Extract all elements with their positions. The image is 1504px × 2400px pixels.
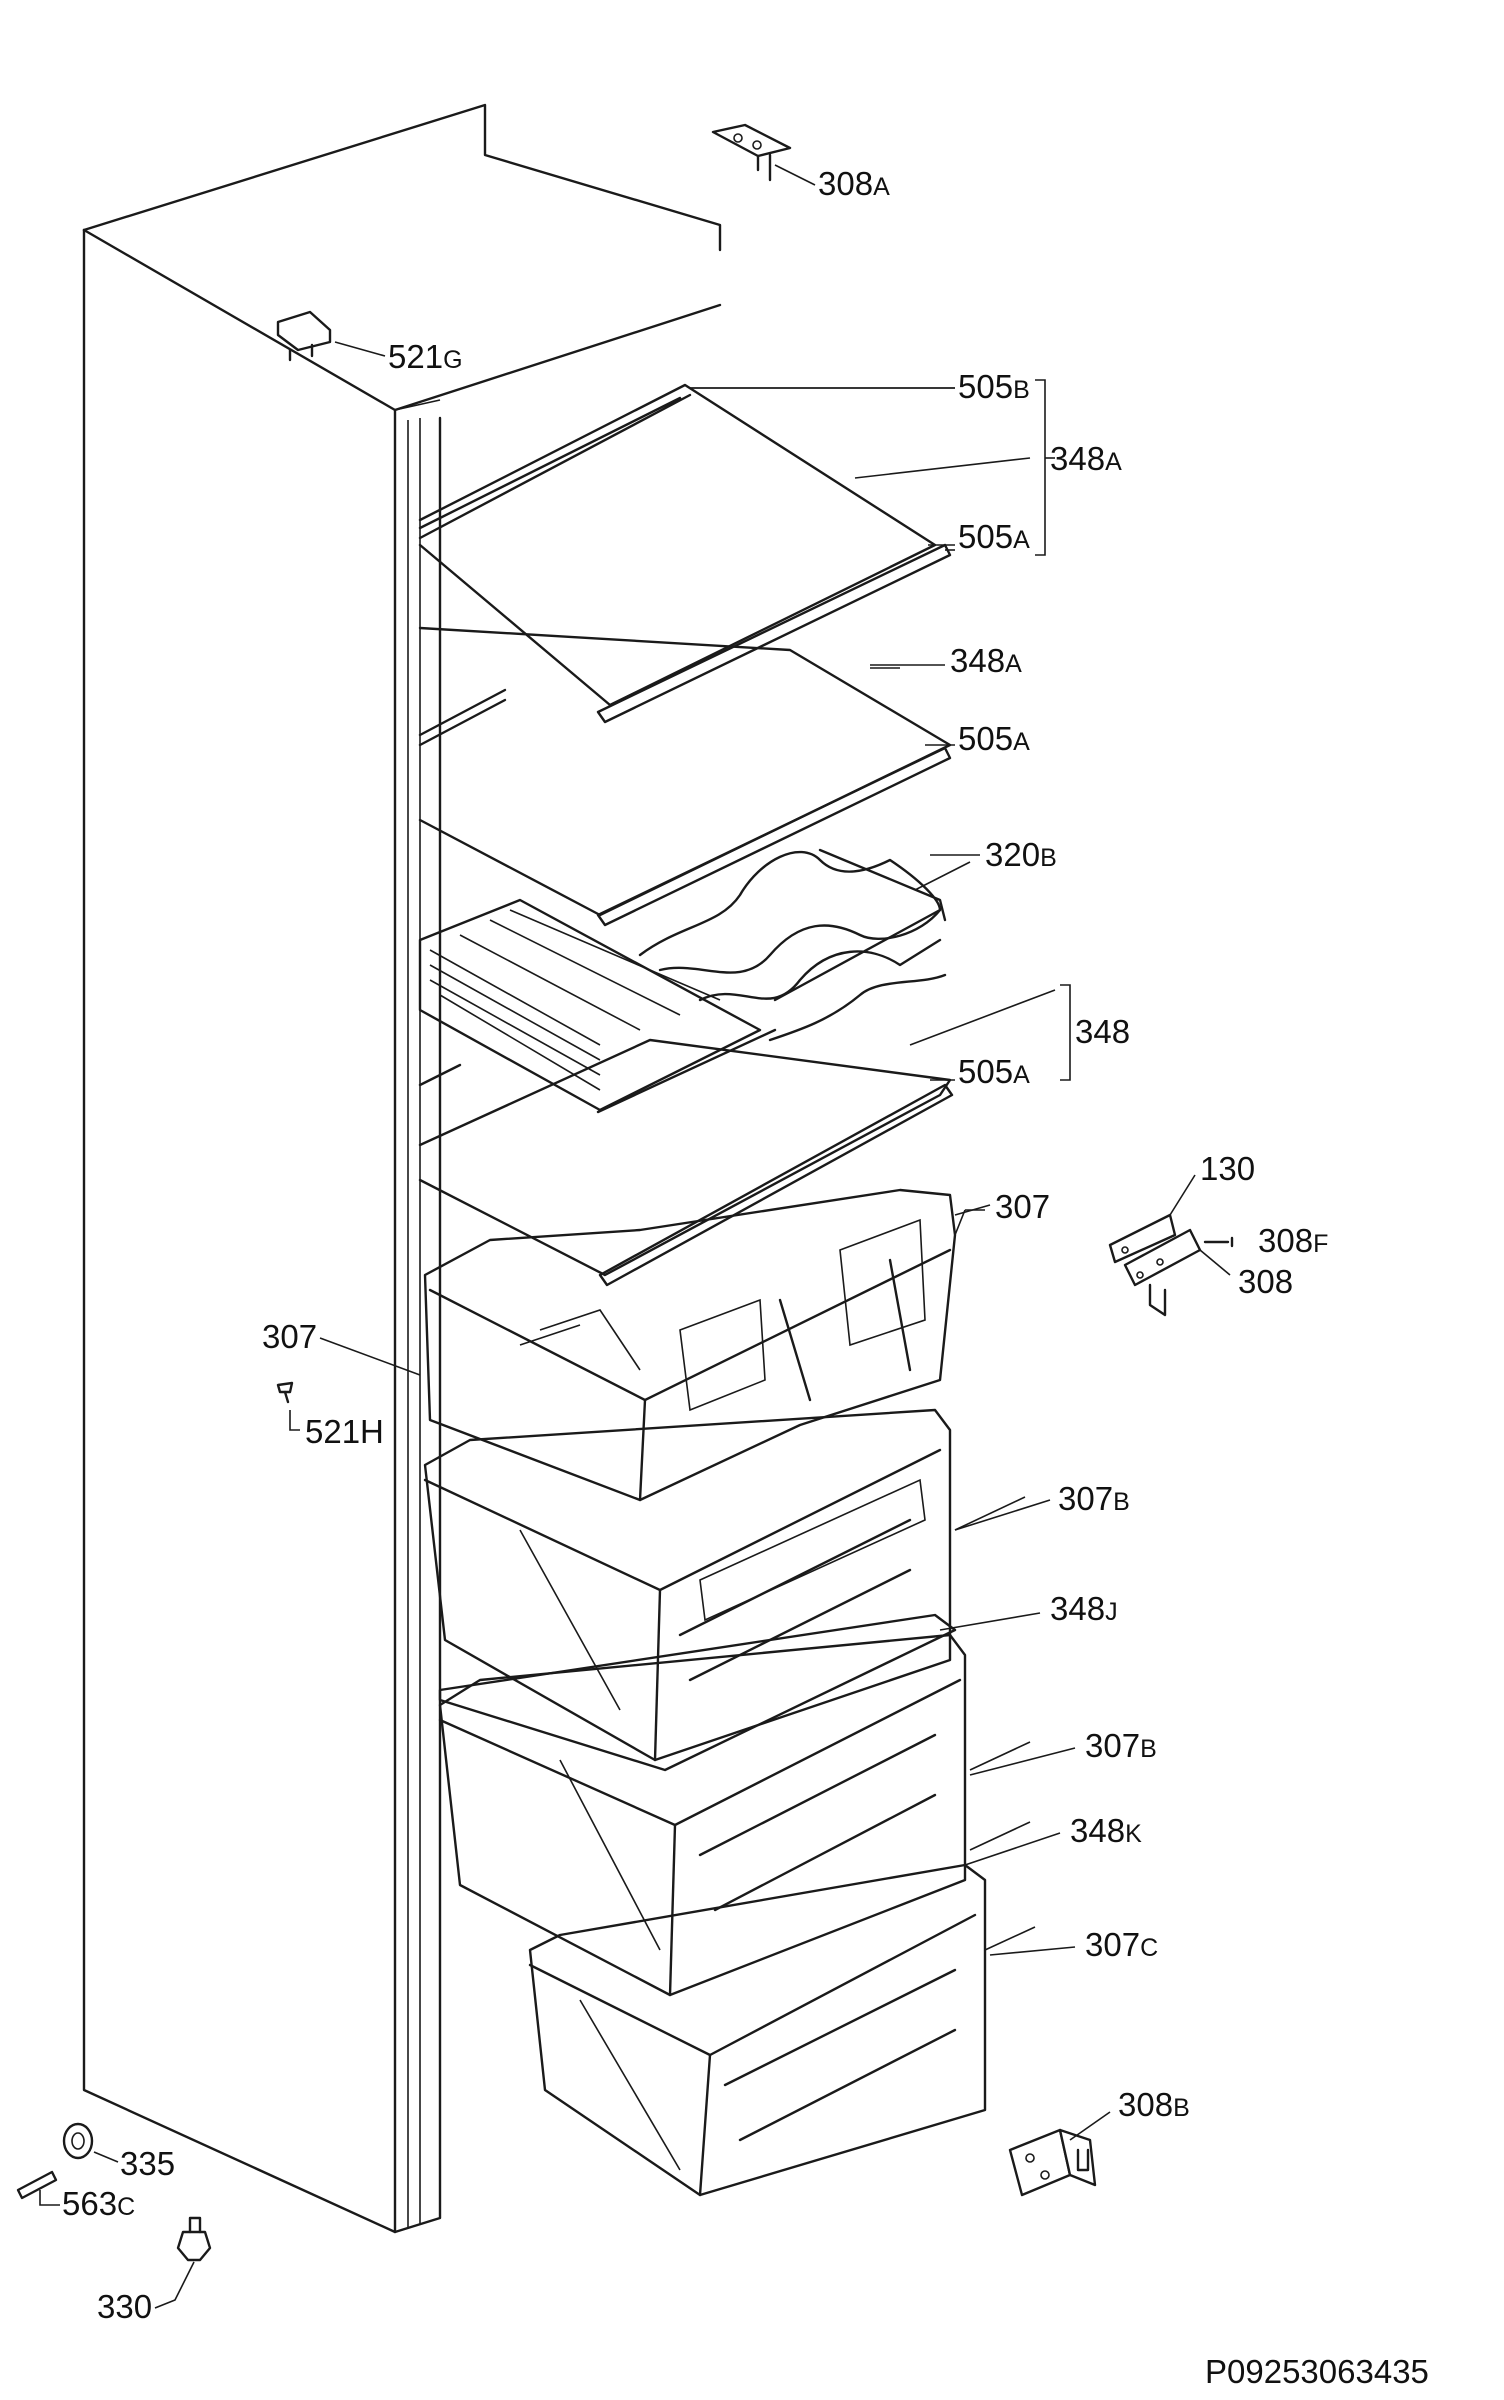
label-348a: 348A bbox=[950, 642, 1022, 679]
cabinet bbox=[82, 103, 722, 2234]
label-308a: 308A bbox=[818, 165, 890, 202]
label-505b: 505B bbox=[958, 368, 1030, 405]
label-308f: 308F bbox=[1258, 1222, 1328, 1259]
label-348a-group: 348A bbox=[1050, 440, 1122, 477]
label-335: 335 bbox=[120, 2145, 175, 2182]
cover-cap-521g bbox=[276, 310, 386, 362]
label-307b-mid: 307B bbox=[1085, 1727, 1157, 1764]
label-130: 130 bbox=[1200, 1150, 1255, 1187]
bottom-parts bbox=[16, 2122, 212, 2309]
label-505a-low: 505A bbox=[958, 1053, 1030, 1090]
hinge-130-308 bbox=[1108, 1174, 1234, 1317]
hinge-bottom-308b bbox=[1008, 2111, 1111, 2197]
label-330: 330 bbox=[97, 2288, 152, 2325]
glass-shelf-top bbox=[418, 383, 1031, 724]
label-348k: 348K bbox=[1070, 1812, 1142, 1849]
part-labels: 308A 521G 505B 348A 505A 348A 505A 320B … bbox=[62, 165, 1328, 2325]
glass-shelf-348j bbox=[438, 1613, 957, 1772]
label-563c: 563C bbox=[62, 2185, 135, 2222]
label-521h: 521H bbox=[305, 1413, 384, 1450]
wire-shelf bbox=[418, 898, 777, 1114]
crisper-drawer-top bbox=[423, 1408, 1026, 1762]
label-307c: 307C bbox=[1085, 1926, 1158, 1963]
wine-rack-320b bbox=[638, 848, 971, 1042]
door-bin-307 bbox=[423, 1188, 985, 1502]
label-308b: 308B bbox=[1118, 2086, 1190, 2123]
label-348: 348 bbox=[1075, 1013, 1130, 1050]
label-307-left: 307 bbox=[262, 1318, 317, 1355]
glass-shelf-second bbox=[418, 626, 952, 927]
label-307-right: 307 bbox=[995, 1188, 1050, 1225]
label-307b-top: 307B bbox=[1058, 1480, 1130, 1517]
label-521g: 521G bbox=[388, 338, 463, 375]
hinge-top-308a bbox=[711, 123, 816, 186]
drawing-code: P09253063435 bbox=[1205, 2353, 1429, 2390]
crisper-drawer-middle bbox=[438, 1633, 1031, 1997]
crisper-drawer-bottom-307c bbox=[528, 1863, 1036, 2197]
label-320b: 320B bbox=[985, 836, 1057, 873]
label-505a-top: 505A bbox=[958, 518, 1030, 555]
label-308-hinge: 308 bbox=[1238, 1263, 1293, 1300]
screw-521h bbox=[276, 1381, 300, 1431]
leader-lines bbox=[319, 379, 1076, 1956]
label-505a-mid: 505A bbox=[958, 720, 1030, 757]
glass-shelf-third bbox=[418, 989, 1056, 1287]
label-348j: 348J bbox=[1050, 1590, 1118, 1627]
